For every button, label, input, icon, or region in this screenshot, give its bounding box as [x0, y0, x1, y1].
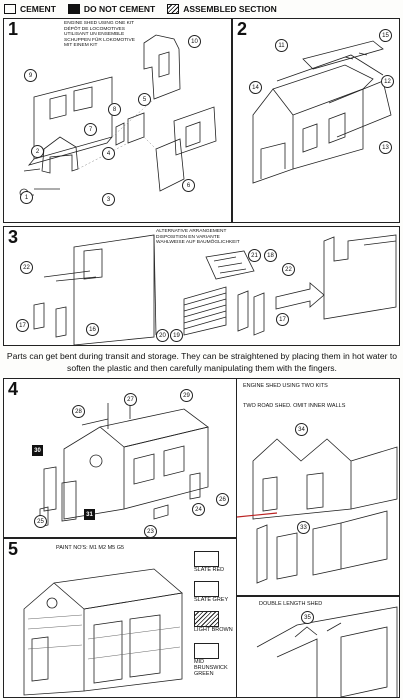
do-not-cement-swatch [67, 4, 80, 14]
legend-assembled-label: ASSEMBLED SECTION [183, 4, 277, 14]
callout-2: 2 [31, 145, 44, 158]
callout-22: 22 [20, 261, 33, 274]
callout-18: 18 [264, 249, 277, 262]
callout-6: 6 [182, 179, 195, 192]
legend-cement-label: CEMENT [20, 4, 56, 14]
callout-14: 14 [249, 81, 262, 94]
callout-19: 19 [170, 329, 183, 342]
callout-9: 9 [24, 69, 37, 82]
step-1-drawing [19, 34, 217, 198]
callout-25: 25 [34, 515, 47, 528]
legend-do-not-cement-label: DO NOT CEMENT [83, 4, 156, 14]
double-length-drawing [256, 606, 398, 697]
callout-12: 12 [381, 75, 394, 88]
step-3-alt-note: ALTERNATIVE ARRANGEMENT DISPOSITION EN V… [156, 229, 256, 246]
double-length-panel: DOUBLE LENGTH SHED 35 [237, 596, 400, 698]
cement-swatch [4, 4, 16, 14]
step-1-note-line: UTILISANT UN ENSEMBLE [64, 32, 125, 38]
two-kits-heading: ENGINE SHED USING TWO KITS [243, 383, 328, 389]
step-3-alt-note-line: WAHLWEISE AUF BAUMÖGLICHKEIT [156, 240, 240, 246]
callout-20: 20 [156, 329, 169, 342]
legend-do-not-cement: DO NOT CEMENT [67, 4, 156, 14]
callout-3: 3 [102, 193, 115, 206]
paint-swatch-light-brown [194, 611, 219, 627]
paint-swatch-green [194, 643, 219, 659]
step-1-note-line: ENGINE SHED USING ONE KIT [64, 21, 135, 26]
callout-30: 30 [32, 445, 43, 456]
step-1-note-line: SCHUPPEN FÜR LOKOMOTIVE [64, 37, 135, 43]
paint-label: LIGHT BROWN [194, 627, 233, 633]
callout-21: 21 [248, 249, 261, 262]
step-2-drawing [252, 40, 392, 184]
callout-29: 29 [180, 389, 193, 402]
callout-22b: 22 [282, 263, 295, 276]
step-3-alt-note-line: DISPOSITION EN VARIANTE [156, 234, 220, 240]
step-1-number: 1 [8, 19, 19, 39]
callout-27: 27 [124, 393, 137, 406]
step-5-drawing [23, 568, 183, 696]
two-kits-drawing [237, 438, 398, 584]
step-2-number: 2 [237, 19, 248, 39]
step-1-note-line: MIT EINEM KIT [64, 43, 98, 49]
callout-34: 34 [295, 423, 308, 436]
paint-label: SLATE RED [194, 567, 225, 573]
callout-35: 35 [301, 611, 314, 624]
callout-8: 8 [108, 103, 121, 116]
step-2-panel: 2 11 15 14 12 13 [232, 18, 400, 223]
paint-swatch-slate-grey [194, 581, 219, 597]
paint-label: MID BRUNSWICK GREEN [194, 659, 228, 677]
callout-26: 26 [216, 493, 229, 506]
step-4-number: 4 [8, 379, 19, 399]
callout-24: 24 [192, 503, 205, 516]
callout-31: 31 [84, 509, 95, 520]
double-length-heading: DOUBLE LENGTH SHED [259, 601, 323, 607]
paint-swatch-slate-red [194, 551, 219, 567]
legend-cement: CEMENT [4, 4, 56, 14]
callout-5: 5 [138, 93, 151, 106]
legend-assembled: ASSEMBLED SECTION [167, 4, 277, 14]
step-5-number: 5 [8, 539, 19, 559]
paint-label: SLATE GREY [194, 597, 229, 603]
step-3-alt-note-line: ALTERNATIVE ARRANGEMENT [156, 229, 227, 234]
legend: CEMENT DO NOT CEMENT ASSEMBLED SECTION [4, 2, 289, 16]
callout-1: 1 [20, 191, 33, 204]
step-3-number: 3 [8, 227, 19, 247]
callout-33: 33 [297, 521, 310, 534]
callout-17b: 17 [276, 313, 289, 326]
callout-10: 10 [188, 35, 201, 48]
step-1-note-line: DÉPÔT DE LOCOMOTIVES [64, 26, 125, 32]
step-4-panel: 4 28 27 29 30 26 24 23 25 31 [3, 378, 237, 538]
step-1-note: ENGINE SHED USING ONE KIT DÉPÔT DE LOCOM… [64, 21, 144, 49]
callout-16: 16 [86, 323, 99, 336]
notice-text: Parts can get bent during transit and st… [6, 351, 398, 373]
step-5-panel: 5 PAINT No's: M1 M2 M5 G5 SLATE RED SLAT… [3, 538, 237, 698]
step-1-panel: 1 ENGINE SHED USING ONE KIT DÉPÔT DE LOC… [3, 18, 232, 223]
paint-numbers: PAINT No's: M1 M2 M5 G5 [56, 545, 125, 551]
step-4-drawing [39, 397, 209, 528]
step-3-drawing [33, 234, 397, 345]
callout-13: 13 [379, 141, 392, 154]
callout-4: 4 [102, 147, 115, 160]
callout-17: 17 [16, 319, 29, 332]
two-kits-panel: ENGINE SHED USING TWO KITS TWO ROAD SHED… [237, 378, 400, 596]
callout-28: 28 [72, 405, 85, 418]
callout-23: 23 [144, 525, 157, 537]
callout-11: 11 [275, 39, 288, 52]
two-road-heading: TWO ROAD SHED. OMIT INNER WALLS [243, 403, 346, 409]
assembled-swatch [167, 4, 180, 14]
callout-7: 7 [84, 123, 97, 136]
callout-15: 15 [379, 29, 392, 42]
step-3-panel: 3 ALTERNATIVE ARRANGEMENT DISPOSITION EN… [3, 226, 400, 346]
